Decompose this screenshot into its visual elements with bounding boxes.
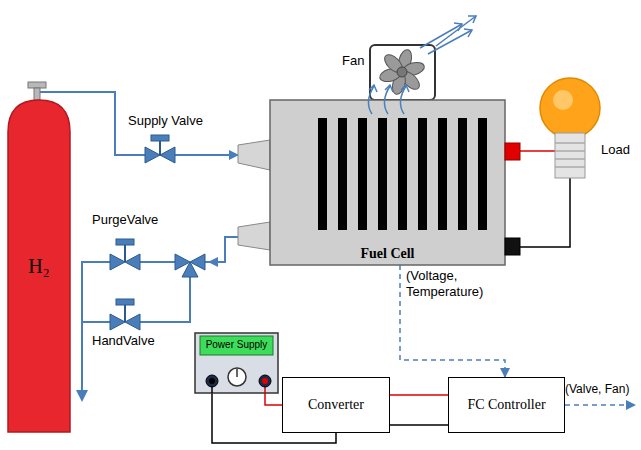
positive-jack bbox=[259, 375, 271, 387]
light-bulb: Load bbox=[535, 75, 632, 178]
connector bbox=[390, 394, 448, 396]
light-bulb-shape bbox=[535, 75, 632, 178]
converter-box: Converter bbox=[282, 377, 390, 433]
signal-label: (Valve, Fan) bbox=[565, 382, 629, 396]
node-label: Fan bbox=[342, 54, 364, 69]
connector bbox=[520, 178, 570, 247]
black-wire bbox=[390, 424, 448, 426]
node-label: FC Controller bbox=[467, 397, 545, 413]
supply-valve bbox=[145, 135, 175, 163]
fan-hub bbox=[397, 67, 407, 77]
valve-label: PurgeValve bbox=[92, 212, 158, 228]
valve-label: HandValve bbox=[92, 333, 155, 349]
inlet-nozzle bbox=[238, 140, 270, 170]
connector bbox=[265, 393, 282, 405]
hand-pipe bbox=[82, 321, 110, 323]
connector bbox=[400, 265, 505, 377]
cooling-fin bbox=[438, 118, 447, 230]
valve-label: Supply Valve bbox=[128, 113, 203, 129]
bulb-highlight bbox=[553, 90, 573, 110]
outlet-nozzle bbox=[238, 222, 270, 250]
fuel-cell-stack-shape bbox=[238, 100, 520, 265]
outlet-pipe bbox=[205, 237, 238, 262]
node-label: Fuel Cell bbox=[360, 246, 414, 262]
cylinder-body bbox=[8, 100, 70, 432]
knob-pointer bbox=[236, 369, 238, 377]
cylinder-stem bbox=[34, 88, 40, 100]
bulb-base bbox=[555, 133, 585, 178]
fan-unit: Fan bbox=[340, 42, 440, 102]
fuel-cell-stack: Fuel Cell bbox=[238, 100, 520, 265]
air-arrows bbox=[420, 16, 476, 54]
gas-cylinder: H₂ bbox=[8, 100, 70, 432]
supply-knob bbox=[228, 368, 246, 386]
cooling-fin bbox=[378, 118, 387, 230]
control-output bbox=[565, 400, 636, 410]
exhaust-pipe bbox=[82, 262, 110, 392]
cooling-fin bbox=[338, 118, 347, 230]
supply-body bbox=[195, 333, 278, 393]
cooling-fin bbox=[418, 118, 427, 230]
node-label: Converter bbox=[308, 397, 364, 413]
red-wire bbox=[520, 150, 555, 152]
purge-valve bbox=[110, 239, 140, 270]
cylinder-valve bbox=[28, 82, 46, 100]
three-way-valve bbox=[175, 254, 205, 277]
cooling-fin bbox=[318, 118, 327, 230]
base-threads bbox=[555, 143, 585, 167]
bulb-globe bbox=[540, 78, 600, 138]
power-supply: Power Supply bbox=[195, 333, 278, 393]
node-label: Load bbox=[601, 143, 630, 158]
cooling-fin bbox=[458, 118, 467, 230]
negative-jack bbox=[206, 375, 218, 387]
hand-valve bbox=[110, 299, 140, 330]
node-label: Power Supply bbox=[206, 339, 268, 351]
cooling-fin bbox=[478, 118, 487, 230]
flow-arrowhead bbox=[208, 257, 218, 267]
cooling-fin bbox=[398, 118, 407, 230]
cylinder-handle bbox=[28, 82, 46, 88]
heat-arrows bbox=[368, 85, 409, 114]
purge-pipe bbox=[140, 261, 175, 263]
supply-screen bbox=[200, 336, 273, 355]
cooling-fin bbox=[358, 118, 367, 230]
exhaust-arrowhead bbox=[76, 390, 88, 402]
fan-unit-shape bbox=[340, 42, 440, 102]
edge-label: (Voltage, Temperature) bbox=[406, 268, 498, 299]
controller-box: FC Controller bbox=[448, 377, 565, 433]
bypass-pipe bbox=[140, 277, 190, 322]
stack-body bbox=[270, 100, 505, 265]
node-label: H₂ bbox=[28, 255, 49, 278]
positive-terminal bbox=[505, 143, 520, 160]
negative-terminal bbox=[505, 238, 520, 255]
